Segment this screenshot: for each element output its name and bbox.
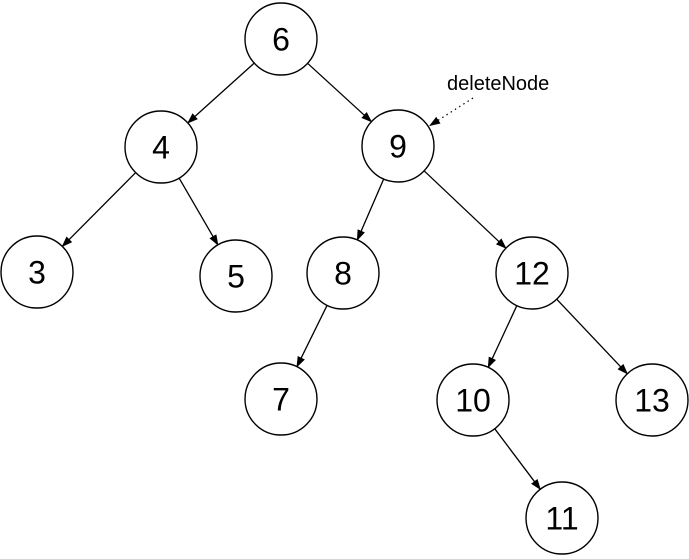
tree-node-8: 8 <box>306 236 380 310</box>
edge-9-8 <box>356 178 385 241</box>
tree-node-6: 6 <box>244 2 318 76</box>
node-label-13: 13 <box>634 383 670 419</box>
tree-node-5: 5 <box>199 239 273 313</box>
node-circle-4 <box>124 110 198 184</box>
tree-node-3: 3 <box>0 235 74 309</box>
node-circle-11 <box>525 481 599 555</box>
edge-6-9 <box>307 62 373 123</box>
node-label-10: 10 <box>455 383 491 419</box>
tree-node-12: 12 <box>495 236 569 310</box>
node-label-9: 9 <box>389 129 407 165</box>
edge-4-5 <box>178 177 219 246</box>
node-circle-13 <box>615 363 689 437</box>
delete-node-annotation: deleteNode <box>429 73 549 127</box>
edge-9-12 <box>423 170 507 249</box>
node-circle-12 <box>495 236 569 310</box>
tree-node-10: 10 <box>436 363 510 437</box>
node-circle-6 <box>244 2 318 76</box>
node-circle-10 <box>436 363 510 437</box>
edge-8-7 <box>296 305 328 368</box>
node-circle-7 <box>244 362 318 436</box>
node-label-8: 8 <box>334 256 352 292</box>
edge-4-3 <box>61 172 137 248</box>
tree-node-11: 11 <box>525 481 599 555</box>
edge-6-4 <box>187 62 255 124</box>
node-circle-5 <box>199 239 273 313</box>
node-circle-3 <box>0 235 74 309</box>
annotation-label: deleteNode <box>447 73 549 95</box>
tree-edges <box>61 62 628 491</box>
node-circle-8 <box>306 236 380 310</box>
node-label-12: 12 <box>514 256 550 292</box>
edge-10-11 <box>494 428 541 491</box>
node-label-4: 4 <box>152 130 170 166</box>
node-label-6: 6 <box>272 22 290 58</box>
node-label-7: 7 <box>272 382 290 418</box>
edge-12-10 <box>487 305 518 369</box>
tree-node-9: 9 <box>361 109 435 183</box>
tree-node-4: 4 <box>124 110 198 184</box>
node-label-11: 11 <box>545 501 578 537</box>
annotation-dotted-arrow <box>429 97 474 127</box>
node-label-3: 3 <box>28 255 46 291</box>
node-circle-9 <box>361 109 435 183</box>
tree-node-7: 7 <box>244 362 318 436</box>
edge-12-13 <box>556 298 628 375</box>
node-label-5: 5 <box>227 259 245 295</box>
tree-node-13: 13 <box>615 363 689 437</box>
